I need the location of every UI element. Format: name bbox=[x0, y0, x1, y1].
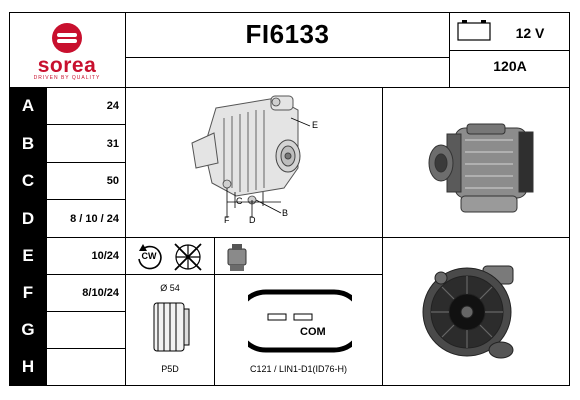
pulley-diameter: Ø 54 bbox=[160, 283, 180, 293]
row-value-b: 31 bbox=[106, 137, 119, 150]
row-label-h: H bbox=[9, 349, 47, 385]
row-label-d: D bbox=[9, 200, 47, 237]
row-label-a: A bbox=[9, 88, 47, 124]
row-value-e: 10/24 bbox=[91, 250, 119, 262]
row-value-g bbox=[48, 312, 125, 348]
diagram-label-c: C bbox=[236, 196, 243, 206]
voltage-value: 12 V bbox=[515, 25, 545, 41]
alternator-photo-front bbox=[383, 238, 570, 386]
rotation-direction-label: CW bbox=[141, 251, 157, 261]
brand-logo: sorea DRIVEN BY QUALITY bbox=[10, 13, 124, 86]
row-label-f: F bbox=[9, 275, 47, 311]
alternator-dimension-drawing: E B C F D bbox=[126, 88, 382, 237]
rotation-cw-icon: CW bbox=[133, 242, 165, 272]
diagram-label-f: F bbox=[224, 215, 230, 225]
pulley-icon bbox=[148, 297, 192, 357]
row-value-h bbox=[48, 349, 125, 385]
pulley-type: P5D bbox=[161, 364, 179, 374]
row-label-b: B bbox=[9, 125, 47, 162]
brand-tagline: DRIVEN BY QUALITY bbox=[33, 75, 101, 81]
row-value-a: 24 bbox=[106, 100, 119, 112]
row-value-d: 8 / 10 / 24 bbox=[70, 212, 119, 225]
row-label-e: E bbox=[9, 238, 47, 274]
part-number: FI6133 bbox=[245, 19, 330, 49]
diagram-label-d: D bbox=[249, 215, 256, 225]
fan-icon bbox=[172, 241, 204, 273]
diagram-label-e: E bbox=[312, 120, 319, 130]
diagram-label-b: B bbox=[282, 208, 289, 218]
regulator-icon bbox=[222, 241, 252, 273]
current-value: 120A bbox=[493, 58, 527, 74]
battery-icon bbox=[457, 18, 491, 42]
connector-plug-icon: COM bbox=[234, 288, 366, 354]
alternator-photo-side bbox=[383, 88, 570, 237]
connector-label: COM bbox=[300, 326, 326, 338]
connector-code: C121 / LIN1-D1(ID76-H) bbox=[249, 364, 348, 374]
sorea-logo-icon bbox=[52, 23, 82, 53]
brand-name: sorea bbox=[37, 54, 97, 77]
row-value-f: 8/10/24 bbox=[82, 287, 119, 299]
row-label-c: C bbox=[9, 163, 47, 199]
row-label-g: G bbox=[9, 312, 47, 348]
row-value-c: 50 bbox=[106, 175, 119, 187]
